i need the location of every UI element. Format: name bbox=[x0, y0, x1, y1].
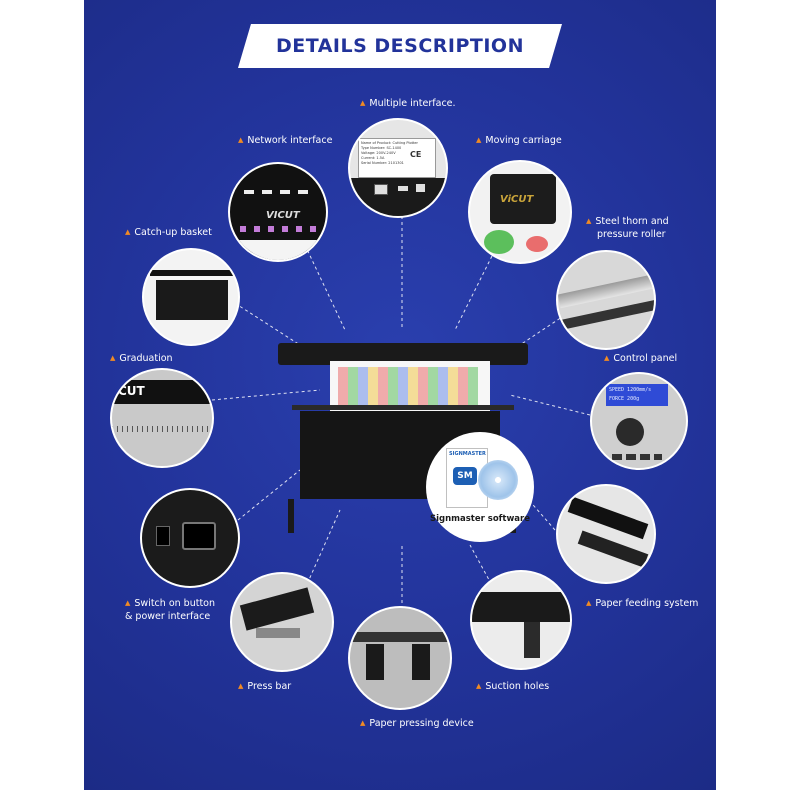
feeding-bar bbox=[567, 496, 649, 540]
photo-suction-holes bbox=[470, 570, 572, 670]
carriage-top bbox=[112, 380, 212, 404]
usb-port-icon bbox=[398, 186, 408, 191]
lcd-screen: SPEED 1200mm/s FORCE 200g bbox=[606, 384, 668, 406]
basket-rail bbox=[150, 270, 236, 276]
carriage-body bbox=[490, 174, 556, 224]
plotter-bar bbox=[292, 405, 514, 410]
ethernet-port-icon bbox=[374, 184, 388, 195]
photo-network-interface: VICUT bbox=[228, 162, 328, 262]
sticker-graphic bbox=[484, 230, 514, 254]
press-bar-arm bbox=[239, 587, 315, 631]
label-control-panel: ▲Control panel bbox=[604, 353, 678, 364]
port-row bbox=[244, 190, 314, 194]
plotter-head bbox=[278, 343, 528, 365]
plotter-media bbox=[330, 361, 490, 411]
software-circle: SIGNMASTER SM Signmaster software bbox=[426, 432, 534, 542]
photo-catch-up-basket bbox=[142, 248, 240, 346]
label-paper-feeding: ▲Paper feeding system bbox=[586, 598, 699, 609]
software-brand: SIGNMASTER bbox=[449, 451, 486, 457]
label-press-bar: ▲Press bar bbox=[238, 681, 292, 692]
label-multiple-interface: ▲Multiple interface. bbox=[360, 98, 456, 109]
label-paper-pressing: ▲Paper pressing device bbox=[360, 718, 474, 729]
cartoon-stickers bbox=[338, 367, 478, 405]
usb-leds bbox=[240, 226, 320, 232]
label-moving-carriage: ▲Moving carriage bbox=[476, 135, 562, 146]
photo-multiple-interface: Name of Product: Cutting Plotter Type Nu… bbox=[348, 118, 448, 218]
photo-paper-feeding bbox=[556, 484, 656, 584]
pressing-rail bbox=[350, 632, 450, 642]
ruler-scale bbox=[112, 426, 212, 432]
label-catch-up-basket: ▲Catch-up basket bbox=[125, 227, 212, 238]
basket-fabric bbox=[156, 280, 228, 320]
label-graduation: ▲Graduation bbox=[110, 353, 173, 364]
power-switch-icon bbox=[156, 526, 170, 546]
page-title: DETAILS DESCRIPTION bbox=[275, 35, 524, 57]
ce-mark: CE bbox=[410, 150, 422, 159]
photo-control-panel: SPEED 1200mm/s FORCE 200g bbox=[590, 372, 688, 470]
software-badge: SM bbox=[453, 467, 477, 485]
cutting-plotter-image bbox=[270, 335, 536, 545]
vicut-logo: VICUT bbox=[266, 210, 300, 221]
plotter-leg-left bbox=[288, 499, 294, 533]
photo-graduation: CUT bbox=[110, 368, 214, 468]
press-bar-base bbox=[256, 628, 300, 638]
cutter-head bbox=[524, 622, 540, 658]
sticker-graphic-2 bbox=[526, 236, 548, 252]
software-label: Signmaster software bbox=[429, 514, 530, 524]
title-banner: DETAILS DESCRIPTION bbox=[238, 24, 562, 68]
label-network-interface: ▲Network interface bbox=[238, 135, 333, 146]
photo-paper-pressing bbox=[348, 606, 452, 710]
vicut-carriage-logo: ViCUT bbox=[500, 194, 534, 205]
software-disc bbox=[478, 460, 518, 500]
nameplate: Name of Product: Cutting Plotter Type Nu… bbox=[358, 138, 436, 178]
photo-switch-power bbox=[140, 488, 240, 588]
photo-press-bar bbox=[230, 572, 334, 672]
media-strip bbox=[230, 240, 326, 260]
cut-logo: CUT bbox=[118, 384, 145, 398]
label-switch-power: ▲Switch on button& power interface bbox=[125, 598, 216, 622]
rear-panel bbox=[350, 178, 446, 216]
buttons-row bbox=[612, 454, 662, 460]
pinch-roller-2 bbox=[412, 644, 430, 680]
power-socket-icon bbox=[182, 522, 216, 550]
photo-steel-thorn bbox=[556, 250, 656, 350]
pinch-roller-1 bbox=[366, 644, 384, 680]
usb-b-port-icon bbox=[416, 184, 425, 192]
carriage-underside bbox=[472, 592, 570, 622]
label-suction-holes: ▲Suction holes bbox=[476, 681, 550, 692]
photo-moving-carriage: ViCUT bbox=[468, 160, 572, 264]
dpad-icon bbox=[616, 418, 644, 446]
